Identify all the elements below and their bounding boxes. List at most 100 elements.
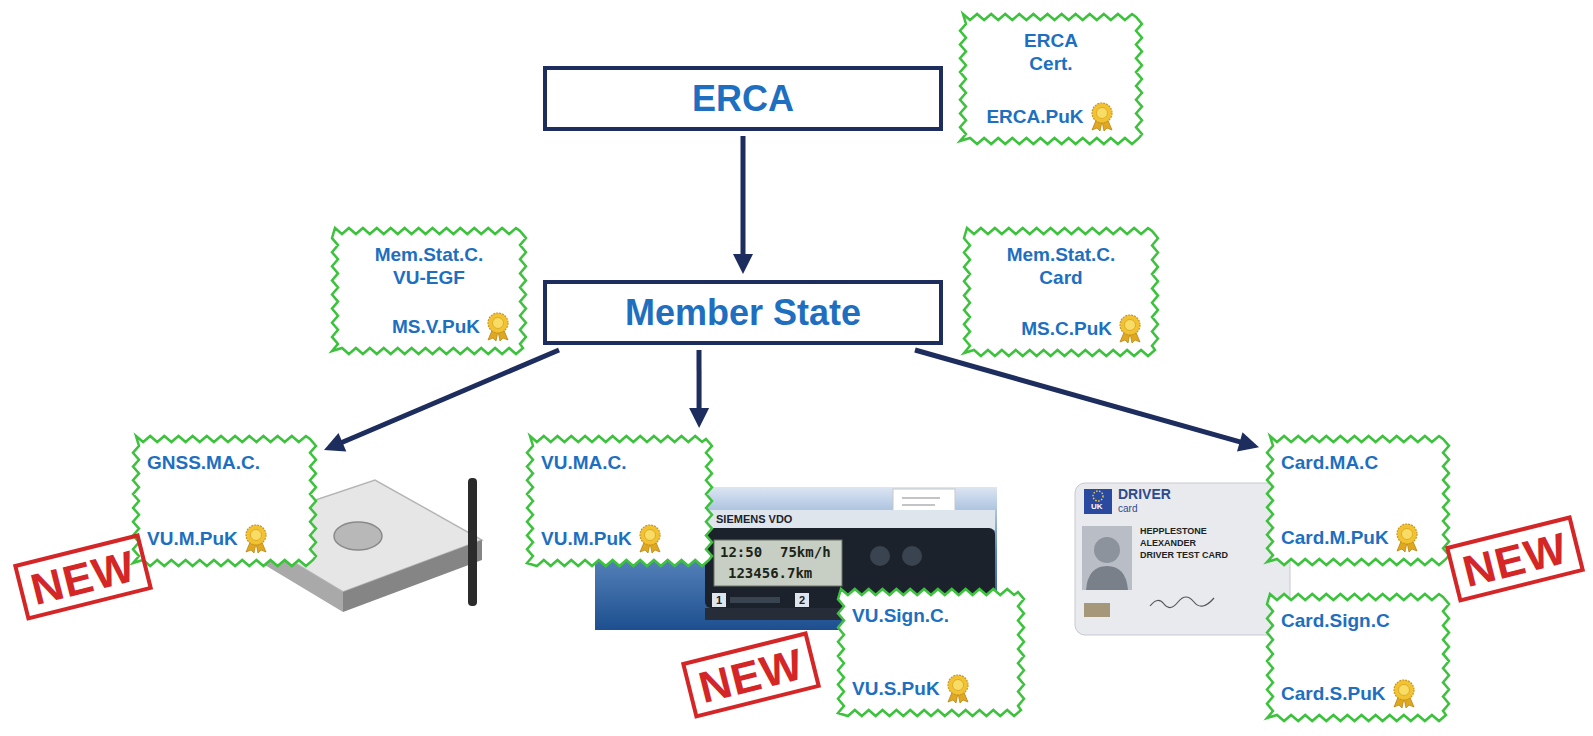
key-row: VU.S.PuK xyxy=(852,674,1010,704)
key-row: Card.M.PuK xyxy=(1281,523,1435,553)
certificate-name: Mem.Stat.C. Card xyxy=(991,244,1131,290)
certificate-name: GNSS.MA.C. xyxy=(147,452,260,475)
vu-display xyxy=(714,540,842,586)
rosette-icon xyxy=(1393,523,1421,553)
wavy-outline xyxy=(964,228,1158,356)
rosette-outer xyxy=(1397,524,1417,544)
display-text: 12:50 xyxy=(720,545,762,560)
connector-line xyxy=(915,350,1242,442)
certificate-box: Card.Sign.CCard.S.PuK xyxy=(1265,592,1451,723)
certificate-name: VU.Sign.C. xyxy=(852,605,949,628)
card-body xyxy=(1075,483,1290,635)
box-title: ERCA xyxy=(692,78,794,119)
key-row: MS.V.PuK xyxy=(346,312,512,342)
rosette-icon xyxy=(242,524,270,554)
wavy-outline xyxy=(527,436,712,566)
driver-card xyxy=(1075,483,1290,635)
rosette-icon xyxy=(944,674,972,704)
card-type: DRIVER xyxy=(1118,487,1171,502)
device-side xyxy=(343,540,482,612)
public-key: MS.V.PuK xyxy=(392,316,480,339)
rosette-outer xyxy=(488,313,508,333)
display-text: 75km/h xyxy=(780,545,831,560)
certificate-box: Mem.Stat.C. VU-EGF MS.V.PuK xyxy=(330,226,528,356)
rosette-icon xyxy=(1390,679,1418,709)
arrow-head xyxy=(1237,432,1259,451)
public-key: Card.M.PuK xyxy=(1281,527,1389,550)
wavy-outline xyxy=(1267,594,1449,721)
photo-head xyxy=(1094,537,1120,563)
connector-line xyxy=(741,136,746,256)
rosette-outer xyxy=(1120,315,1140,335)
certificate-name: VU.MA.C. xyxy=(541,452,627,475)
rosette-outer xyxy=(246,525,266,545)
paper-print xyxy=(902,497,940,499)
rosette-outer xyxy=(1394,680,1414,700)
wavy-outline xyxy=(133,436,316,566)
wavy-outline xyxy=(960,14,1142,144)
certificate-name: Mem.Stat.C. VU-EGF xyxy=(359,244,499,290)
vu-button xyxy=(902,546,922,566)
rosette-inner xyxy=(493,318,504,329)
rosette-inner xyxy=(952,680,963,691)
brand-name: SIEMENS VDO xyxy=(716,513,792,525)
new-stamp: NEW xyxy=(681,631,821,719)
card-field: DRIVER TEST CARD xyxy=(1140,551,1228,561)
card-field: HEPPLESTONE xyxy=(1140,527,1207,537)
rosette-outer xyxy=(640,525,660,545)
wavy-outline xyxy=(332,228,526,354)
eu-flag xyxy=(1084,489,1112,514)
certificate-box: VU.Sign.C. VU.S.PuK xyxy=(836,587,1026,718)
country-code: UK xyxy=(1091,503,1103,512)
certificate-name: Card.MA.C xyxy=(1281,452,1378,475)
arrow-head xyxy=(324,433,346,451)
box-title: Member State xyxy=(625,292,861,333)
rosette-inner xyxy=(644,530,655,541)
vu-button xyxy=(870,546,890,566)
antenna xyxy=(468,478,477,606)
public-key: Card.S.PuK xyxy=(1281,683,1386,706)
rosette-outer xyxy=(1092,103,1112,123)
public-key: ERCA.PuK xyxy=(986,106,1083,129)
connector-line xyxy=(697,350,702,410)
slot-number: 2 xyxy=(799,594,805,606)
device-button xyxy=(334,522,382,550)
photo-shoulders xyxy=(1086,566,1128,590)
slot-button xyxy=(712,593,726,607)
arrow-head xyxy=(733,254,753,274)
new-stamp: NEW xyxy=(13,533,153,621)
connector-line xyxy=(341,350,559,443)
certificate-box: Card.MA.C Card.M.PuK xyxy=(1265,434,1451,567)
rosette-inner xyxy=(1096,108,1107,119)
rosette-icon xyxy=(1088,102,1116,132)
rosette-inner xyxy=(250,530,261,541)
key-row: VU.M.PuK xyxy=(147,524,302,554)
paper-print xyxy=(902,504,935,506)
public-key: VU.M.PuK xyxy=(541,528,632,551)
public-key: VU.S.PuK xyxy=(852,678,940,701)
certificate-box: GNSS.MA.C. VU.M.PuK xyxy=(131,434,318,568)
authority-box: Member State xyxy=(543,280,943,345)
rosette-icon xyxy=(1116,314,1144,344)
connector-arrow xyxy=(689,350,709,428)
rosette-icon xyxy=(636,524,664,554)
key-row: ERCA.PuK xyxy=(974,102,1128,132)
slot-button xyxy=(795,593,809,607)
card-type: card xyxy=(1118,503,1137,514)
arrow-head xyxy=(689,408,709,428)
authority-box: ERCA xyxy=(543,66,943,131)
certificate-box: VU.MA.C. VU.M.PuK xyxy=(525,434,714,568)
certificate-box: Mem.Stat.C. CardMS.C.PuK xyxy=(962,226,1160,358)
connector-arrow xyxy=(324,350,559,451)
rosette-outer xyxy=(948,675,968,695)
certificate-box: ERCA Cert.ERCA.PuK xyxy=(958,12,1144,146)
rosette-inner xyxy=(1398,685,1409,696)
connector-arrow xyxy=(915,350,1259,452)
key-row: MS.C.PuK xyxy=(978,314,1144,344)
connector-arrow xyxy=(733,136,753,274)
wavy-outline xyxy=(838,589,1024,716)
new-stamp: NEW xyxy=(1445,515,1585,603)
tacho-icon xyxy=(1084,603,1110,617)
card-field: ALEXANDER xyxy=(1140,539,1196,549)
public-key: VU.M.PuK xyxy=(147,528,238,551)
